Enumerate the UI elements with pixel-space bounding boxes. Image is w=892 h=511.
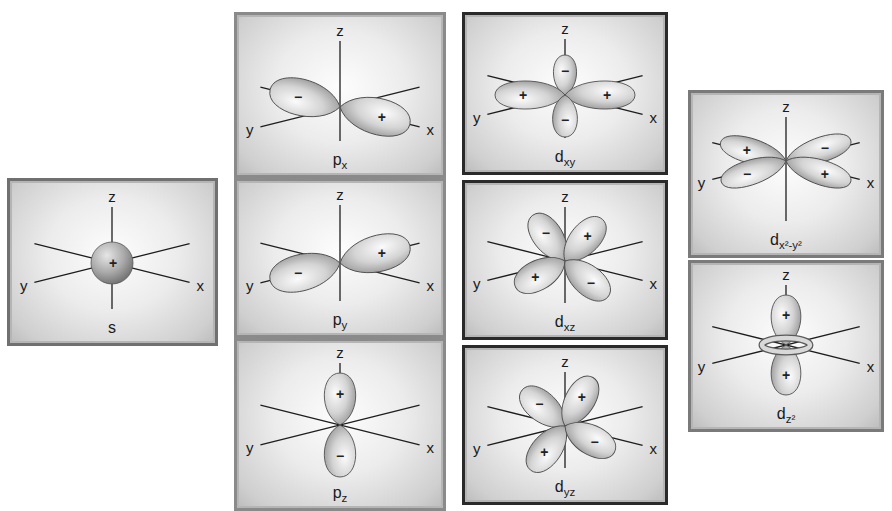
orbital-panel: z + y x s xyxy=(7,178,218,346)
orbital-name: dyz xyxy=(555,479,575,495)
orbital-lobe xyxy=(336,89,415,142)
orbital-lobe xyxy=(565,81,635,109)
orbital-lobe xyxy=(495,81,565,109)
phase-sign: + xyxy=(782,368,790,382)
phase-sign: − xyxy=(561,113,569,127)
phase-sign: + xyxy=(821,167,829,181)
orbital-lobe xyxy=(718,149,790,194)
orbital-illustration xyxy=(237,15,443,175)
axis-line xyxy=(785,117,786,221)
orbital-name: s xyxy=(108,320,116,336)
axis-label: x xyxy=(650,110,658,125)
phase-sign: − xyxy=(591,435,599,449)
phase-sign: + xyxy=(378,246,386,260)
orbital-name: py xyxy=(333,312,348,328)
phase-sign: + xyxy=(603,88,611,102)
axis-label: z xyxy=(336,345,344,360)
axis-label: z xyxy=(108,189,116,204)
orbital-panel: z + y x − pz xyxy=(234,338,446,511)
axis-label: x xyxy=(650,441,658,456)
axis-line xyxy=(339,205,340,301)
phase-sign: − xyxy=(821,141,829,155)
phase-sign: − xyxy=(336,449,344,463)
phase-sign: + xyxy=(782,308,790,322)
orbital-name: dxz xyxy=(555,314,575,330)
axis-label: y xyxy=(698,359,706,374)
orbital-illustration xyxy=(465,15,665,172)
phase-sign: − xyxy=(587,276,595,290)
orbital-lobe xyxy=(558,413,621,466)
orbital-lobe xyxy=(555,250,617,309)
phase-sign: − xyxy=(561,64,569,78)
orbital-panel: z − + y x px xyxy=(234,12,446,178)
orbital-illustration xyxy=(465,348,665,502)
phase-sign: + xyxy=(531,270,539,284)
phase-sign: + xyxy=(378,110,386,124)
torus-ring-highlight xyxy=(762,338,810,352)
axis-label: y xyxy=(698,175,706,190)
phase-sign: + xyxy=(578,390,586,404)
axis-label: z xyxy=(561,21,569,36)
orbital-name: px xyxy=(333,152,348,168)
orbital-panel: z + − y x py xyxy=(234,178,446,338)
phase-sign: + xyxy=(540,445,548,459)
phase-sign: + xyxy=(743,143,751,157)
axis-label: y xyxy=(473,441,481,456)
orbital-illustration xyxy=(237,341,443,508)
orbital-name: dxy xyxy=(555,149,575,165)
orbital-lobe xyxy=(266,245,345,298)
orbital-lobe xyxy=(324,373,355,425)
orbital-name: pz xyxy=(333,485,348,501)
axis-label: x xyxy=(426,278,434,293)
orbital-illustration xyxy=(691,93,881,255)
phase-sign: − xyxy=(743,167,751,181)
orbital-illustration xyxy=(691,263,881,429)
axis-label: x xyxy=(650,276,658,291)
axis-label: z xyxy=(336,23,344,38)
axis-label: y xyxy=(473,110,481,125)
phase-sign: + xyxy=(519,88,527,102)
axis-label: y xyxy=(20,278,28,293)
orbital-illustration xyxy=(465,183,665,337)
torus-ring xyxy=(762,338,810,352)
orbital-panel: z − + + − y x dxz xyxy=(462,180,668,340)
axis-label: x xyxy=(867,359,875,374)
orbital-panel: z − + + − y x dxy xyxy=(462,12,668,175)
orbital-lobe xyxy=(782,149,854,194)
axis-label: z xyxy=(782,267,790,282)
phase-sign: − xyxy=(294,90,302,104)
phase-sign: − xyxy=(294,266,302,280)
orbital-panel: z + − − + y x dx²-y² xyxy=(688,90,884,258)
axis-label: z xyxy=(561,354,569,369)
axis-label: y xyxy=(246,122,254,137)
axis-label: z xyxy=(782,99,790,114)
orbital-name: dz² xyxy=(777,406,796,422)
axis-label: y xyxy=(246,278,254,293)
axis-label: x xyxy=(867,175,875,190)
orbital-lobe xyxy=(336,228,415,281)
orbital-lobe xyxy=(266,72,345,125)
axis-label: z xyxy=(561,189,569,204)
orbital-panel: z + + y x dz² xyxy=(688,260,884,432)
phase-sign: − xyxy=(535,397,543,411)
phase-sign: + xyxy=(109,256,117,270)
axis-label: y xyxy=(246,440,254,455)
orbital-lobe xyxy=(553,95,578,137)
orbital-lobe xyxy=(324,425,355,477)
phase-sign: + xyxy=(583,229,591,243)
axis-label: y xyxy=(473,276,481,291)
s-orbital-sphere xyxy=(91,242,133,284)
axis-label: x xyxy=(426,440,434,455)
axis-label: x xyxy=(426,122,434,137)
orbital-lobe xyxy=(509,248,572,301)
axis-line xyxy=(339,41,340,141)
orbital-name: dx²-y² xyxy=(770,232,802,248)
axis-label: x xyxy=(197,278,205,293)
orbital-panel: z − + + − y x dyz xyxy=(462,345,668,505)
phase-sign: + xyxy=(336,387,344,401)
axis-label: z xyxy=(336,187,344,202)
phase-sign: − xyxy=(542,226,550,240)
